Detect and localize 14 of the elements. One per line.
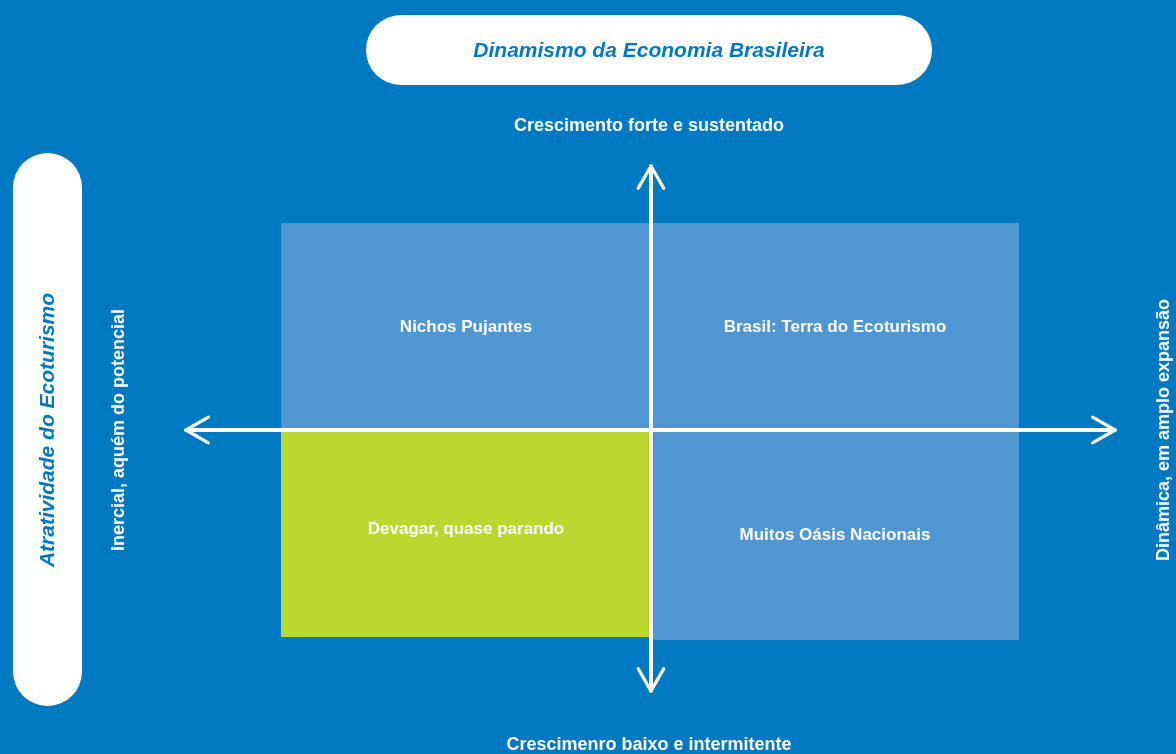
axis-end-label: Crescimento forte e sustentado xyxy=(513,114,785,136)
quadrant-panel xyxy=(651,430,1019,640)
quadrant-panel xyxy=(281,223,651,430)
quadrant-panel xyxy=(281,430,651,637)
axis-end-label: Crescimenro baixo e intermitente xyxy=(506,733,792,754)
quadrant-label: Devagar, quase parando xyxy=(367,518,565,539)
quadrant-label: Brasil: Terra do Ecoturismo xyxy=(723,316,947,337)
quadrant-label: Nichos Pujantes xyxy=(399,316,533,337)
axis-end-label: Dinâmica, em amplo expansão xyxy=(1152,298,1174,562)
axis-title: Dinamismo da Economia Brasileira xyxy=(473,38,825,62)
quadrant-panel xyxy=(651,223,1019,430)
axis-title: Atratividade do Ecoturismo xyxy=(35,292,60,567)
quadrant-label: Muitos Oásis Nacionais xyxy=(739,525,931,545)
axis-end-label: Inercial, aquém do potencial xyxy=(107,308,129,552)
